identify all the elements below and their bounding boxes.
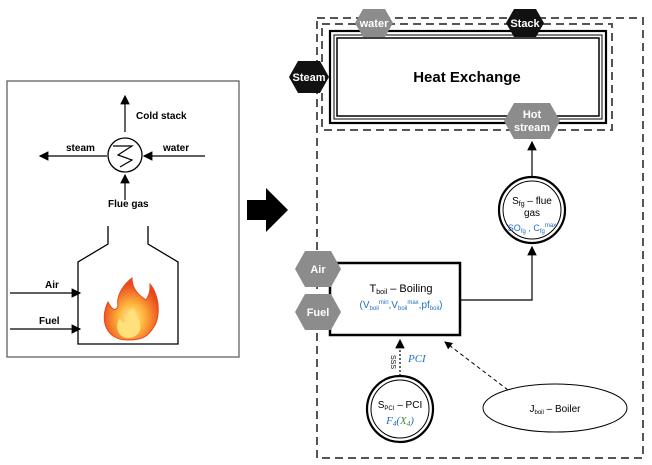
boiler-to-flue-arrow xyxy=(460,245,537,301)
hot-stream-hex: Hot stream xyxy=(504,103,560,139)
flue-gas-params: SOfg , Cfgmax xyxy=(508,223,556,235)
air-label: Air xyxy=(45,280,59,291)
fuel-hex: Fuel xyxy=(295,294,341,330)
heat-exchange-title: Heat Exchange xyxy=(413,69,521,86)
pci-node: SPCI – PCI F4(X4) xyxy=(365,374,435,444)
flue-gas-title: Sfg – flue xyxy=(512,196,552,208)
right-diagram: Heat Exchange water Stack Steam Hot stre… xyxy=(289,9,644,459)
flue-gas-node: Sfg – flue gas SOfg , Cfgmax xyxy=(497,175,567,245)
flue-gas-label: Flue gas xyxy=(108,199,149,210)
boiler-box: Tboil – Boiling (Vboilmin,Vboilmax,pfboi… xyxy=(328,261,462,337)
hot-stream-hex-label-2: stream xyxy=(514,122,550,134)
fuel-label: Fuel xyxy=(39,316,60,327)
hot-stream-hex-label-1: Hot xyxy=(523,109,542,121)
flame-icon xyxy=(103,277,159,341)
sss-label: SSS xyxy=(389,355,396,369)
stack-hex: Stack xyxy=(506,9,544,37)
water-hex-label: water xyxy=(359,18,389,30)
boiler-params: (Vboilmin,Vboilmax,pfboil) xyxy=(360,300,443,312)
boiler-ellipse-node: Jboil – Boiler xyxy=(482,383,628,433)
water-label: water xyxy=(162,143,189,154)
steam-hex-label: Steam xyxy=(292,72,325,84)
stack-hex-label: Stack xyxy=(510,18,540,30)
air-hex-label: Air xyxy=(310,264,326,276)
left-diagram: Cold stack steam water Flue gas Air Fuel xyxy=(6,80,240,358)
heat-exchanger-icon xyxy=(107,137,143,173)
cold-stack-label: Cold stack xyxy=(136,111,187,122)
transition-arrow-icon xyxy=(247,188,288,232)
pci-connector-label: PCI xyxy=(407,353,427,365)
inner-dashed-frame xyxy=(321,23,613,131)
pci-title: SPCI – PCI xyxy=(378,400,422,412)
boiler-title: Tboil – Boiling xyxy=(370,283,433,296)
heat-exchanger-coil xyxy=(113,145,135,168)
air-hex: Air xyxy=(295,251,341,287)
pci-formula: F4(X4) xyxy=(385,415,414,428)
furnace-outline xyxy=(77,226,179,345)
flue-gas-title-line2: gas xyxy=(524,208,540,219)
water-hex: water xyxy=(355,9,393,37)
steam-hex: Steam xyxy=(289,61,329,93)
boiler-ellipse-to-boiler-arrow xyxy=(444,341,509,391)
outer-dashed-frame xyxy=(316,17,644,459)
fuel-hex-label: Fuel xyxy=(307,307,330,319)
heat-exchange-box xyxy=(328,29,608,125)
boiler-ellipse-label: Jboil – Boiler xyxy=(529,404,581,416)
steam-label: steam xyxy=(66,143,95,154)
